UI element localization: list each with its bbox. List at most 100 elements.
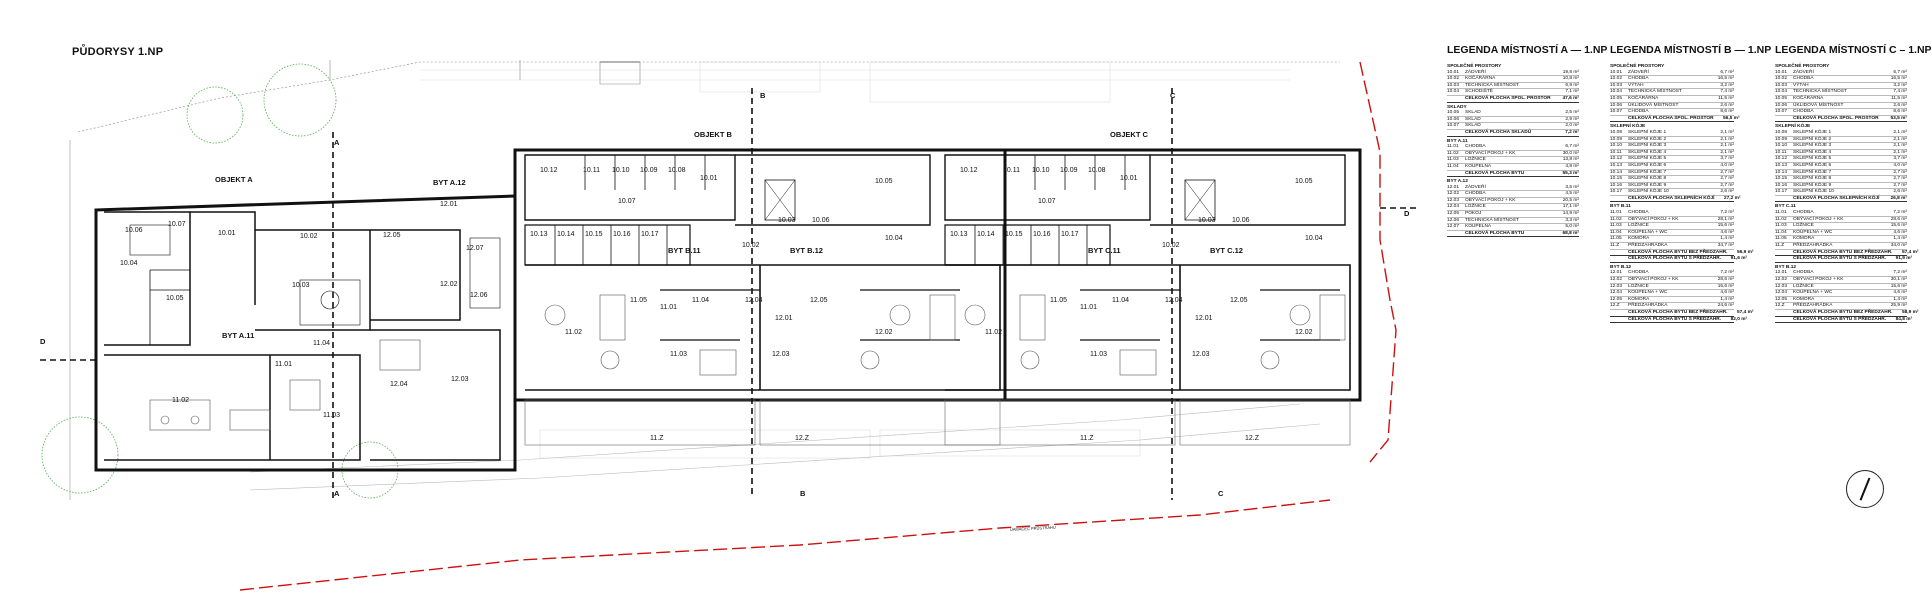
terraces xyxy=(524,399,1351,446)
room-label: 10.02 xyxy=(742,242,760,249)
room-code: 11.Z xyxy=(1775,243,1785,249)
room-name: OBÝVACÍ POKOJ + KK xyxy=(1465,197,1516,203)
room-label: 11.04 xyxy=(692,297,709,304)
flat-label: BYT A.11 xyxy=(222,331,254,340)
total-label: CELKOVÁ PLOCHA SPOL. PROSTOR xyxy=(1628,115,1714,121)
room-label: 11.01 xyxy=(1080,304,1097,311)
room-area: 34,0 m² xyxy=(1890,243,1907,249)
room-code: 12.04 xyxy=(1447,204,1460,210)
total-area: 58,9 m² xyxy=(1901,309,1919,315)
room-name: SKLEPNÍ KÓJE 4 xyxy=(1628,149,1667,155)
room-code: 12.Z xyxy=(1610,303,1620,309)
room-code: 10.13 xyxy=(1610,162,1623,168)
room-code: 10.07 xyxy=(1610,109,1623,115)
room-code: 10.02 xyxy=(1610,76,1623,82)
room-code: 11.03 xyxy=(1775,223,1787,229)
total-label: CELKOVÁ PLOCHA SPOL. PROSTOR xyxy=(1465,95,1551,101)
room-name: SKLEPNÍ KÓJE 5 xyxy=(1628,156,1667,162)
room-label: 10.03 xyxy=(292,282,310,289)
room-area: 2,1 m² xyxy=(1893,129,1907,135)
legend-group-heading: SKLEPNÍ KÓJE xyxy=(1775,124,1811,130)
legend-total: CELKOVÁ PLOCHA SPOL. PROSTOR 47,6 m² xyxy=(1447,96,1579,103)
room-label: 10.01 xyxy=(700,175,718,182)
total-label: CELKOVÁ PLOCHA BYTU S PŘEDZAHR. xyxy=(1793,256,1887,262)
room-label: 10.12 xyxy=(960,167,978,174)
room-label: 11.03 xyxy=(1090,351,1107,358)
legend-group-heading: SPOLEČNÉ PROSTORY xyxy=(1447,64,1502,69)
flat-label: BYT A.12 xyxy=(433,178,466,187)
room-area: 4,6 m² xyxy=(1720,229,1734,235)
room-code: 11.04 xyxy=(1610,229,1622,235)
room-area: 2,9 m² xyxy=(1565,116,1579,122)
total-label: CELKOVÁ PLOCHA SKLEPNÍCH KÓJÍ xyxy=(1793,195,1880,201)
room-code: 10.14 xyxy=(1610,169,1623,175)
room-code: 10.02 xyxy=(1775,76,1788,82)
section-labels: A A B B C C D D xyxy=(40,91,1410,498)
site-context xyxy=(69,60,1340,500)
room-name: KOMORA xyxy=(1628,296,1650,302)
room-label: 11.05 xyxy=(1050,297,1067,304)
room-code: 11.05 xyxy=(1775,236,1787,242)
room-area: 3,5 m² xyxy=(1565,184,1579,190)
total-area: 47,6 m² xyxy=(1562,95,1579,101)
room-name: SKLEPNÍ KÓJE 10 xyxy=(1793,189,1834,195)
flat-label: BYT B.12 xyxy=(790,246,823,255)
room-label: 12.05 xyxy=(383,232,401,239)
room-code: 10.04 xyxy=(1447,89,1460,95)
object-label: OBJEKT C xyxy=(1110,130,1149,139)
room-code: 12.02 xyxy=(1447,191,1460,197)
legend-group-heading: SKLEPNÍ KÓJE xyxy=(1610,124,1646,130)
room-area: 4,6 m² xyxy=(1893,290,1907,296)
room-name: OBÝVACÍ POKOJ + KK xyxy=(1628,216,1679,222)
room-name: OBÝVACÍ POKOJ + KK xyxy=(1793,216,1844,222)
room-code: 12.05 xyxy=(1610,296,1623,302)
room-name: CHODBA xyxy=(1628,109,1649,115)
legend-total: CELKOVÁ PLOCHA BYTU BEZ PŘEDZAHR.58,9 m² xyxy=(1775,310,1919,317)
room-label: 12.03 xyxy=(451,376,469,383)
room-area: 2,7 m² xyxy=(1893,182,1907,188)
room-area: 3,2 m² xyxy=(1893,82,1907,88)
room-code: 10.06 xyxy=(1775,102,1788,108)
room-label: 12.06 xyxy=(470,292,488,299)
room-area: 7,2 m² xyxy=(1893,270,1907,276)
flat-label: BYT B.11 xyxy=(668,246,701,255)
room-code: 10.02 xyxy=(1447,76,1460,82)
room-code: 10.09 xyxy=(1610,136,1623,142)
room-label: 10.15 xyxy=(1005,231,1023,238)
room-code: 10.10 xyxy=(1610,143,1623,149)
hatch-zones xyxy=(539,61,1141,459)
legend-group-heading: SKLADY xyxy=(1447,104,1467,110)
room-name: SKLEPNÍ KÓJE 8 xyxy=(1628,176,1667,182)
room-code: 11.Z xyxy=(1610,243,1620,249)
room-name: LOŽNICE xyxy=(1465,204,1486,210)
room-code: 10.12 xyxy=(1610,156,1623,162)
room-name: CHODBA xyxy=(1793,210,1814,216)
room-area: 15,6 m² xyxy=(1890,283,1907,289)
terrace-label: 12.Z xyxy=(795,435,810,442)
room-name: CHODBA xyxy=(1465,191,1486,197)
room-code: 10.16 xyxy=(1775,182,1788,188)
legend-title: LEGENDA MÍSTNOSTÍ C – 1.NP xyxy=(1775,44,1932,56)
room-name: SKLEPNÍ KÓJE 3 xyxy=(1628,143,1667,149)
room-label: 10.15 xyxy=(585,231,603,238)
